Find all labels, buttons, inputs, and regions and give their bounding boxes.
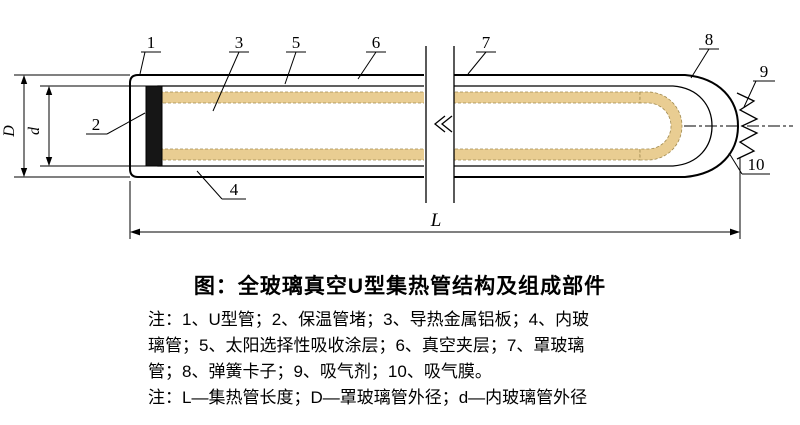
callout-3-number: 3 bbox=[235, 33, 244, 52]
dimension-d: d bbox=[26, 85, 146, 167]
u-tube-upper-leg bbox=[149, 91, 641, 104]
callout-9: 9 bbox=[743, 62, 775, 108]
callout-4: 4 bbox=[196, 170, 246, 200]
callout-6-number: 6 bbox=[372, 33, 381, 52]
callout-2: 2 bbox=[86, 112, 146, 135]
break-chevron-icon bbox=[433, 115, 453, 133]
dim-label-d: d bbox=[26, 126, 43, 135]
insulation-plug bbox=[145, 85, 163, 167]
dim-label-L: L bbox=[430, 210, 442, 231]
callout-1: 1 bbox=[139, 33, 161, 75]
u-tube bbox=[149, 91, 683, 161]
break-symbol bbox=[424, 43, 455, 205]
note-line-2: 璃管；5、太阳选择性吸收涂层；6、真空夹层；7、罩玻璃 bbox=[148, 336, 585, 355]
callout-6: 6 bbox=[357, 33, 386, 80]
u-tube-lower-leg bbox=[149, 148, 641, 161]
u-tube-bend bbox=[639, 91, 683, 161]
dim-label-D: D bbox=[1, 125, 18, 138]
callout-8: 8 bbox=[690, 30, 719, 79]
figure-notes: 注：1、U型管；2、保温管堵；3、导热金属铝板；4、内玻 璃管；5、太阳选择性吸… bbox=[148, 307, 589, 411]
note-line-1: 注：1、U型管；2、保温管堵；3、导热金属铝板；4、内玻 bbox=[148, 310, 590, 329]
callout-7: 7 bbox=[467, 33, 496, 75]
figure-title: 图：全玻璃真空U型集热管结构及组成部件 bbox=[193, 275, 607, 298]
callout-10: 10 bbox=[728, 152, 770, 175]
note-line-4: 注：L—集热管长度；D—罩玻璃管外径；d—内玻璃管外径 bbox=[148, 388, 588, 407]
callout-9-number: 9 bbox=[760, 62, 769, 81]
callout-1-number: 1 bbox=[147, 33, 156, 52]
callout-10-number: 10 bbox=[748, 155, 765, 174]
note-line-3: 管；8、弹簧卡子；9、吸气剂；10、吸气膜。 bbox=[148, 362, 492, 381]
dimension-D: D bbox=[1, 74, 130, 178]
vacuum-tube-technical-drawing: D d bbox=[1, 30, 793, 239]
outer-glass-tube bbox=[129, 74, 740, 178]
callout-4-number: 4 bbox=[230, 180, 239, 199]
callout-8-number: 8 bbox=[705, 30, 714, 49]
callout-5-number: 5 bbox=[292, 33, 301, 52]
callout-3: 3 bbox=[212, 33, 249, 112]
callout-7-number: 7 bbox=[482, 33, 491, 52]
dimension-L: L bbox=[129, 158, 741, 239]
callout-2-number: 2 bbox=[92, 115, 101, 134]
callout-5: 5 bbox=[284, 33, 306, 85]
